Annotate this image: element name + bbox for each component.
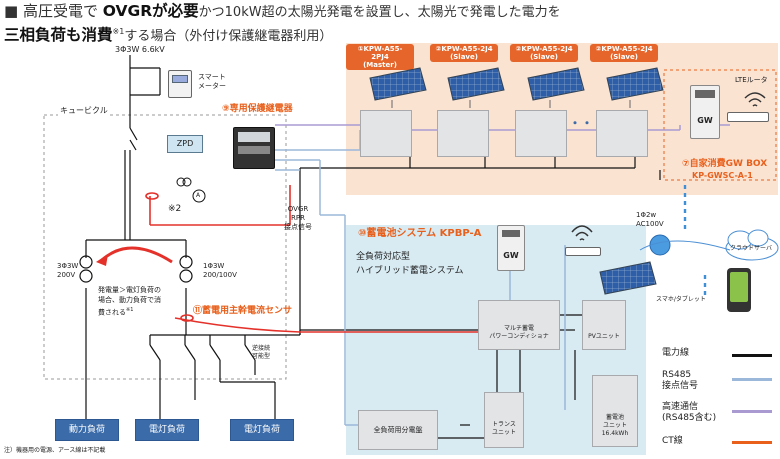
gw-box-boundary: [663, 69, 777, 181]
battery-system-desc: 全負荷対応型 ハイブリッド蓄電システム: [356, 252, 464, 276]
transformer-right-a: [179, 255, 193, 269]
wifi-icon-lte: [744, 92, 766, 107]
flow-note: 発電量＞電灯負荷の 場合、動力負荷で消 費される※1: [98, 286, 161, 317]
legend-item-power: 電力線: [662, 348, 690, 358]
lte-router: [727, 112, 769, 122]
incoming-label: 3Φ3W 6.6kV: [115, 45, 165, 54]
solar-panel-3: [527, 67, 585, 108]
pcs-dots: ・・: [569, 116, 594, 130]
footnote: 注）機器用の電源、アース線は不記載: [4, 447, 106, 454]
title-prefix: ■ 高圧受電で: [4, 2, 98, 20]
main-ct-label: ⑪蓄電用主幹電流センサ: [193, 306, 293, 316]
note-2: ※2: [168, 204, 182, 214]
legend: 電力線 RS485 接点信号 高速通信 (RS485含む) CT線: [652, 340, 776, 455]
solar-panel-battery: [599, 261, 657, 295]
trans-unit: トランス ユニット: [484, 392, 524, 448]
gw-box-label: ⑦自家消費GW BOX: [682, 159, 768, 169]
flow-arrow-head: [96, 254, 108, 266]
cloud-label: クラウドサーバ: [730, 245, 772, 252]
pcs-unit-3: [515, 110, 567, 157]
legend-swatch-highspeed: [732, 410, 772, 413]
tr-right-label: 1Φ3W 200/100V: [203, 262, 237, 279]
battery-system-title: ⑩蓄電池システム KPBP-A: [358, 228, 482, 239]
legend-item-highspeed: 高速通信 (RS485含む): [662, 402, 717, 423]
zpd-box: ZPD: [167, 135, 203, 153]
lte-router-label: LTEルータ: [735, 76, 768, 84]
battery-router: [565, 247, 601, 256]
ct-coil-2: [182, 177, 192, 187]
transformer-left-b: [79, 269, 93, 283]
ct-sensor-left: [145, 192, 159, 200]
smartphone-label: スマホ/タブレット: [656, 296, 706, 303]
pcs-label-4: ②KPW-A55-2J4(Slave): [590, 44, 658, 62]
reverse-ok-label: 逆接続 可能型: [252, 345, 271, 360]
ac-supply-label: 1Φ2w AC100V: [636, 211, 664, 228]
gw-device-battery: GW: [497, 225, 525, 271]
legend-item-ct: CT線: [662, 436, 683, 446]
multi-pcs: マルチ蓄電 パワーコンディショナ: [478, 300, 560, 350]
title-rest-1: かつ10kW超の太陽光発電を設置し、太陽光で発電した電力を: [198, 5, 561, 20]
wifi-icon-battery: [571, 225, 593, 241]
pcs-unit-2: [437, 110, 489, 157]
ovgr-label: OVGR RPR 接点信号: [284, 205, 312, 231]
load-light-1: 電灯負荷: [135, 419, 199, 441]
title-rest-2: する場合（外付け保護継電器利用）: [124, 29, 333, 44]
protection-relay-device: [233, 127, 275, 169]
ammeter-symbol: [192, 189, 206, 203]
ct-sensor-main: [180, 314, 194, 322]
page-title: ■ 高圧受電で OVGRが必要かつ10kW超の太陽光発電を設置し、太陽光で発電し…: [4, 2, 624, 46]
batt-unit: 蓄電池 ユニット 16.4kWh: [592, 375, 638, 447]
pv-unit: PVユニット: [582, 300, 626, 350]
ammeter-label: A: [196, 192, 201, 199]
load-power: 動力負荷: [55, 419, 119, 441]
pcs-label-2: ②KPW-A55-2J4(Slave): [430, 44, 498, 62]
transformer-right-b: [179, 269, 193, 283]
title-bold-2: 三相負荷も消費: [4, 26, 113, 44]
protection-relay-label: ⑨専用保護継電器: [222, 104, 293, 114]
title-sup: ※1: [112, 27, 125, 36]
solar-panel-2: [447, 67, 505, 108]
legend-swatch-power: [732, 354, 772, 357]
legend-swatch-rs485: [732, 378, 772, 381]
all-load-panel: 全負荷用分電盤: [358, 410, 438, 450]
solar-panel-1: [369, 67, 427, 108]
transformer-left-a: [79, 255, 93, 269]
solar-panel-4: [606, 67, 664, 108]
smart-meter-label: スマート メーター: [198, 73, 226, 90]
pcs-unit-4: [596, 110, 648, 157]
ct-coil-1: [176, 177, 186, 187]
legend-swatch-ct: [732, 441, 772, 444]
title-bold-1: OVGRが必要: [102, 2, 199, 20]
smartphone: [727, 268, 751, 312]
cubicle-label: キュービクル: [58, 106, 110, 116]
cubicle-boundary: [43, 114, 287, 380]
pcs-label-3: ②KPW-A55-2J4(Slave): [510, 44, 578, 62]
pcs-label-1: ①KPW-A55-2PJ4(Master): [346, 44, 414, 70]
load-light-2: 電灯負荷: [230, 419, 294, 441]
gw-device-pv: GW: [690, 85, 720, 139]
smart-meter: [168, 70, 192, 98]
legend-item-rs485: RS485 接点信号: [662, 370, 699, 391]
gw-box-model: KP-GWSC-A-1: [692, 171, 753, 180]
pcs-unit-1: [360, 110, 412, 157]
tr-left-label: 3Φ3W 200V: [57, 262, 79, 279]
